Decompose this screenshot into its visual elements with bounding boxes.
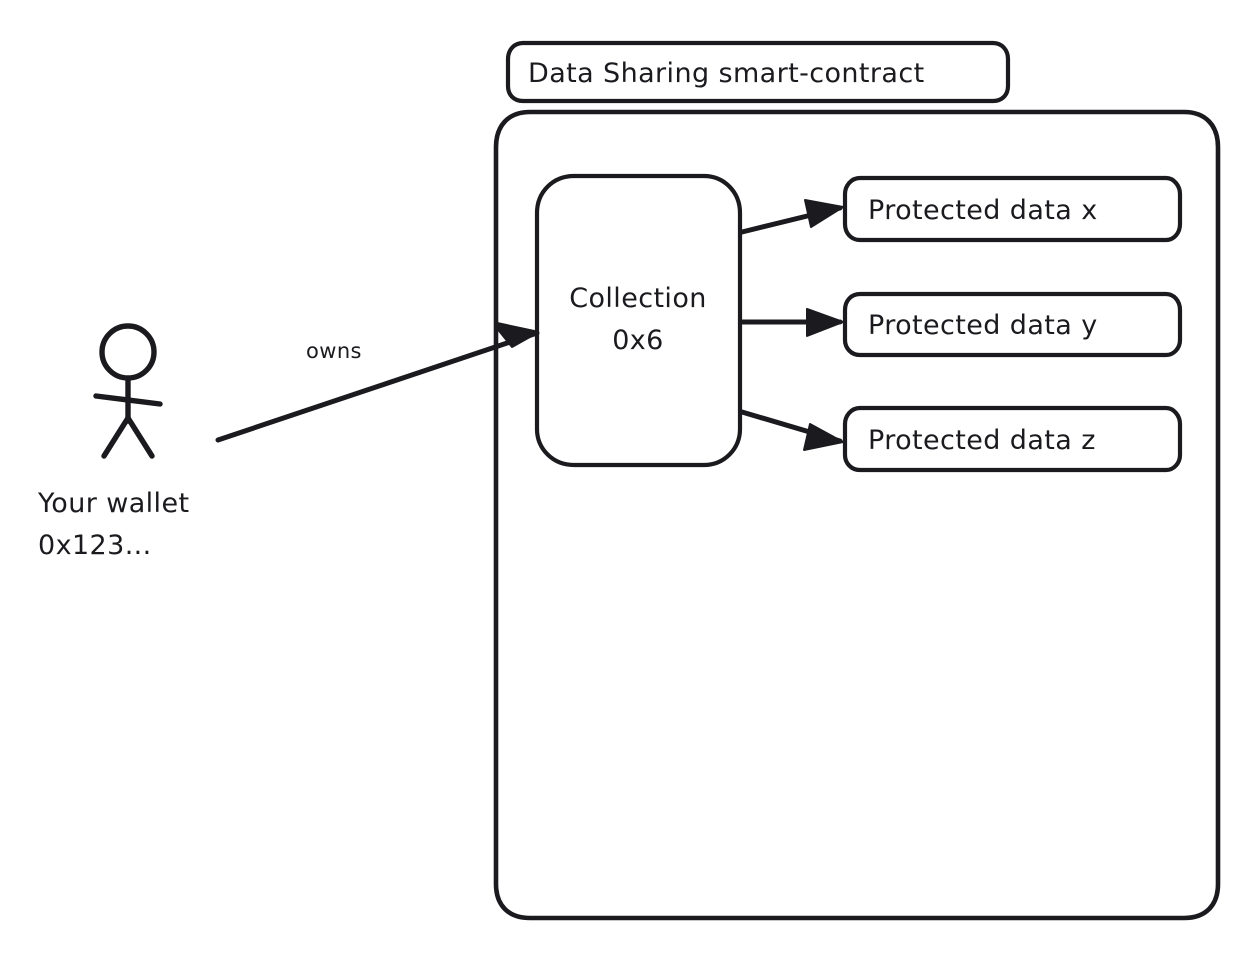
collection-label-line2: 0x6 bbox=[612, 325, 664, 356]
protected-data-x-label: Protected data x bbox=[868, 195, 1098, 226]
title-box-shape[interactable] bbox=[505, 40, 1011, 104]
smart-contract-container[interactable] bbox=[493, 109, 1221, 921]
wallet-label-line2: 0x123... bbox=[38, 530, 152, 561]
stick-figure-avatar bbox=[93, 323, 163, 459]
edge-owns[interactable] bbox=[215, 322, 540, 443]
edge-collection-to-protected-data-x[interactable] bbox=[739, 199, 844, 235]
smart-contract-title-label: Data Sharing smart-contract bbox=[528, 58, 925, 89]
protected-data-y-label: Protected data y bbox=[868, 310, 1098, 341]
protected-data-z-label: Protected data z bbox=[868, 425, 1096, 456]
wallet-label-line1: Your wallet bbox=[37, 488, 189, 519]
collection-label-line1: Collection bbox=[569, 283, 707, 314]
edge-collection-to-protected-data-y[interactable] bbox=[739, 308, 844, 337]
collection-box-shape[interactable] bbox=[534, 173, 743, 468]
protected-data-z-shape[interactable] bbox=[842, 405, 1183, 473]
protected-data-x-shape[interactable] bbox=[842, 175, 1183, 243]
edge-collection-to-protected-data-z[interactable] bbox=[739, 409, 844, 451]
protected-data-y-shape[interactable] bbox=[842, 291, 1183, 358]
edge-owns-label: owns bbox=[306, 339, 362, 363]
